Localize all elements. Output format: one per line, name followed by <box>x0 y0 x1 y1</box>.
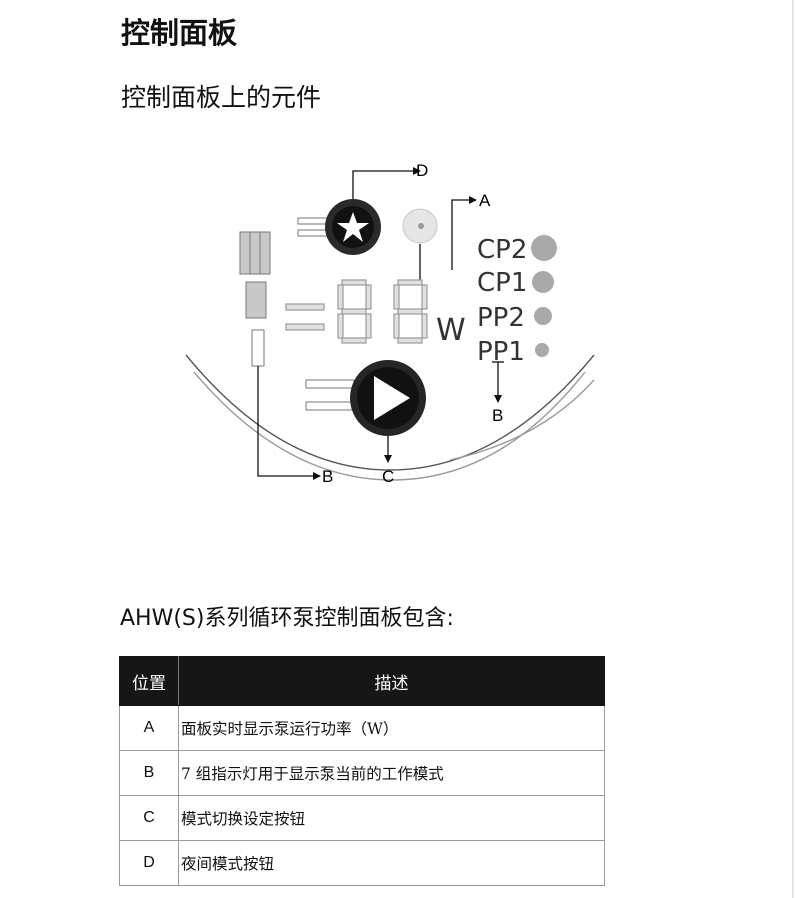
label-a: A <box>479 191 491 210</box>
table-header-row: 位置 描述 <box>119 656 605 706</box>
indicator-pp1: PP1 <box>477 337 549 367</box>
power-unit-label: W <box>436 313 466 348</box>
control-panel-diagram: D A CP2 CP1 PP2 PP1 <box>185 161 595 486</box>
page-edge-rule <box>792 0 794 898</box>
label-c: C <box>382 467 394 486</box>
row-description: 模式切换设定按钮 <box>178 795 605 841</box>
page-title: 控制面板 <box>121 16 238 50</box>
row-description: 夜间模式按钮 <box>178 840 605 886</box>
power-digit-display <box>285 279 428 344</box>
components-table: 位置 描述 A 面板实时显示泵运行功率（W） B 7 组指示灯用于显示泵当前的工… <box>119 656 605 886</box>
section-subtitle: 控制面板上的元件 <box>121 83 322 112</box>
table-row: B 7 组指示灯用于显示泵当前的工作模式 <box>119 750 605 796</box>
row-position: B <box>119 750 179 796</box>
indicator-cp1: CP1 <box>477 268 554 298</box>
indicator-cp2: CP2 <box>477 235 557 265</box>
left-led-bars <box>239 231 271 367</box>
label-b-left: B <box>322 467 333 486</box>
table-row: D 夜间模式按钮 <box>119 840 605 886</box>
indicator-pp2: PP2 <box>477 303 552 333</box>
a-arrow <box>451 196 477 270</box>
row-position: D <box>119 840 179 886</box>
svg-text:CP2: CP2 <box>477 235 527 265</box>
d-connector <box>352 167 421 199</box>
control-panel-figure: D A CP2 CP1 PP2 PP1 <box>180 140 600 520</box>
table-row: A 面板实时显示泵运行功率（W） <box>119 705 605 751</box>
label-b-right: B <box>492 406 503 425</box>
svg-text:CP1: CP1 <box>477 268 527 298</box>
row-description: 面板实时显示泵运行功率（W） <box>178 705 605 751</box>
play-button-icon[interactable] <box>305 360 426 436</box>
star-button-icon[interactable] <box>297 199 381 255</box>
row-description: 7 组指示灯用于显示泵当前的工作模式 <box>178 750 605 796</box>
row-position: C <box>119 795 179 841</box>
panel-housing-arcs <box>185 354 595 481</box>
header-position: 位置 <box>119 656 179 706</box>
table-row: C 模式切换设定按钮 <box>119 795 605 841</box>
svg-text:PP2: PP2 <box>477 303 525 333</box>
b-connector-left <box>257 366 321 480</box>
label-d: D <box>416 161 428 180</box>
table-lead-text: AHW(S)系列循环泵控制面板包含: <box>120 606 454 631</box>
moon-icon <box>402 208 438 244</box>
header-description: 描述 <box>178 656 605 706</box>
row-position: A <box>119 705 179 751</box>
